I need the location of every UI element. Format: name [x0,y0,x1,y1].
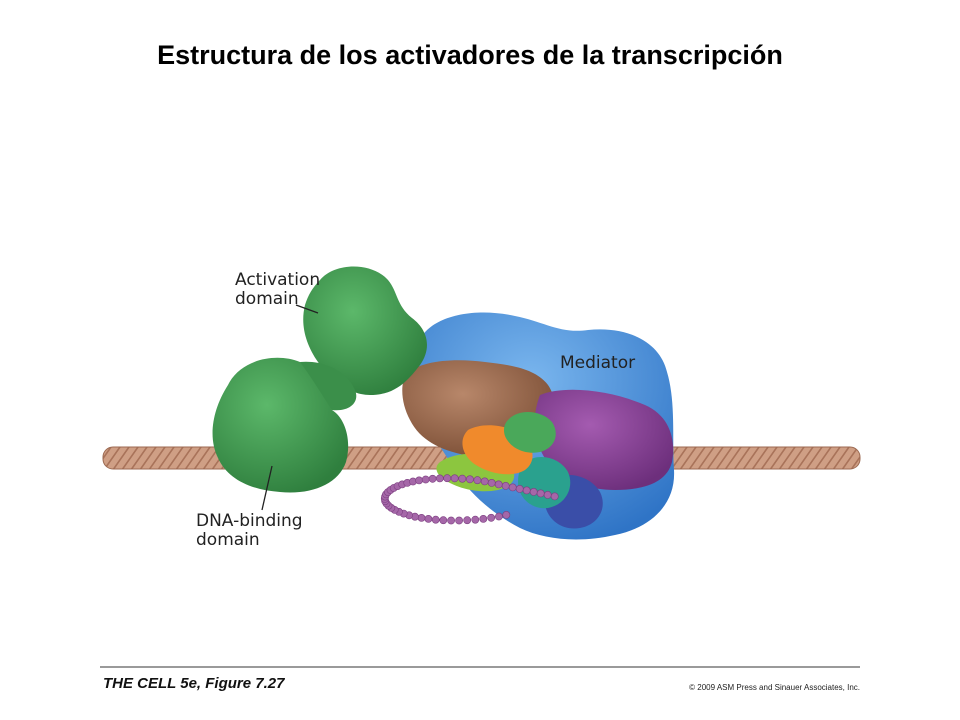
ctd-bead [439,516,448,525]
slide-title: Estructura de los activadores de la tran… [157,40,783,70]
ctd-bead [501,481,510,490]
dna-binding-domain [212,357,357,493]
activation-domain [303,266,427,395]
ctd-bead [463,516,472,525]
label-dna-binding-line1: DNA-binding [196,511,303,531]
ctd-bead [473,476,482,485]
ctd-bead [487,478,496,487]
ctd-bead [450,474,459,483]
copyright-notice: © 2009 ASM Press and Sinauer Associates,… [689,683,860,692]
ctd-bead [550,492,559,501]
ctd-bead [515,484,524,493]
ctd-bead [435,474,444,483]
green-factor [504,411,556,453]
ctd-bead [458,474,467,483]
ctd-bead [536,489,545,498]
ctd-bead [543,490,552,499]
footer-rule [100,666,860,668]
ctd-bead [417,514,426,522]
ctd-bead [487,513,496,522]
label-mediator: Mediator [560,353,635,373]
ctd-bead [522,486,531,495]
ctd-bead [494,512,503,521]
leader-lines [261,304,319,511]
ctd-bead [494,480,503,489]
ctd-bead-tail [380,474,559,525]
label-activation-domain-line1: Activation [235,270,320,290]
ctd-bead [465,475,474,484]
ctd-bead [480,477,489,486]
ctd-bead [447,516,455,525]
ctd-bead [443,474,452,483]
label-activation-domain-line2: domain [235,289,299,309]
ctd-bead [431,515,440,524]
ctd-bead [508,483,517,492]
ctd-bead [428,474,437,483]
ctd-bead [455,516,463,525]
ctd-bead [502,511,511,519]
ctd-bead [424,515,433,523]
ctd-bead [421,475,430,484]
ctd-bead [471,515,480,524]
ctd-bead [479,515,488,523]
ctd-bead [415,476,423,485]
label-dna-binding-line2: domain [196,530,260,550]
ctd-bead [529,487,538,496]
purple-subcomplex [534,389,674,490]
figure-citation: THE CELL 5e, Figure 7.27 [103,675,285,692]
